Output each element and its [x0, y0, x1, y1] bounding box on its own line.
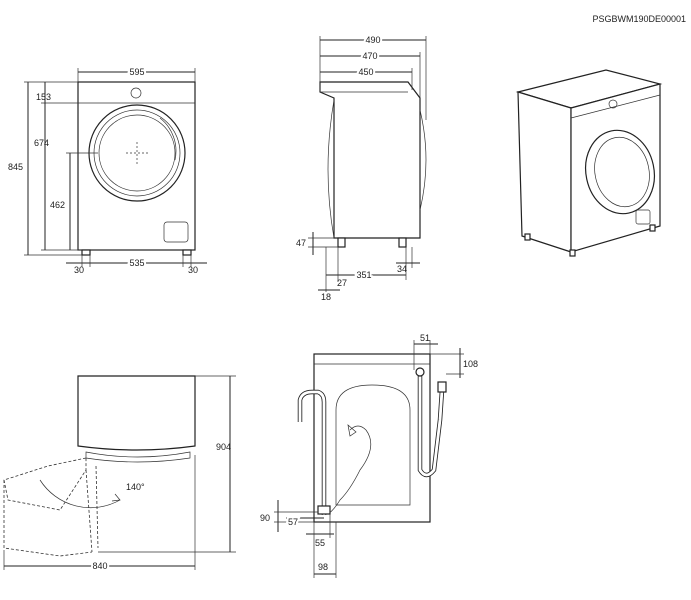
dim-side-depth-max: 490	[365, 35, 380, 45]
dim-side-rear-offset: 34	[397, 264, 407, 274]
dim-front-width: 595	[129, 67, 144, 77]
dim-rear-inlet-side: 51	[420, 333, 430, 343]
dim-rear-drain-bottom: 55	[315, 538, 325, 548]
dim-front-foot-right: 30	[188, 265, 198, 275]
service-flap	[163, 221, 189, 243]
dim-rear-drain-offset: 57	[288, 517, 298, 527]
dim-door-angle: 140°	[126, 482, 145, 492]
dim-side-foot-span: 351	[356, 270, 371, 280]
top-view: 140° 904 840	[3, 375, 236, 573]
program-knob	[130, 87, 142, 99]
dim-front-height-total: 845	[8, 162, 23, 172]
dim-side-front-gap: 27	[337, 278, 347, 288]
iso-knob	[608, 99, 618, 109]
dim-side-depth-body: 450	[358, 67, 373, 77]
open-door	[3, 457, 87, 511]
side-foot-front	[337, 237, 346, 248]
rear-view: 51 108 90 57 55 98	[260, 333, 478, 578]
product-code: PSGBWM190DE00001	[592, 14, 686, 24]
top-cabinet	[77, 375, 196, 451]
dim-side-front-offset: 18	[321, 292, 331, 302]
dim-rear-drain-side: 98	[318, 562, 328, 572]
iso-door	[585, 129, 655, 215]
foot-right	[182, 249, 192, 256]
perspective-view	[515, 69, 663, 257]
dim-front-top-offset: 153	[36, 92, 51, 102]
dim-rear-drain-height: 90	[260, 513, 270, 523]
door-outer	[88, 104, 186, 202]
side-foot-rear	[398, 237, 407, 248]
dim-rear-inlet-top: 108	[463, 359, 478, 369]
dim-side-foot-height: 47	[296, 238, 306, 248]
dim-front-height-marker: 674	[34, 138, 49, 148]
front-view: 595 845 153 674 462 30 535 30	[8, 65, 207, 275]
dim-total-height-open: 904	[216, 442, 231, 452]
rear-cabinet	[313, 353, 431, 523]
dim-side-depth-mid: 470	[362, 51, 377, 61]
dim-total-depth-open: 840	[92, 561, 107, 571]
rear-panel	[335, 384, 411, 506]
dim-front-foot-span: 535	[129, 258, 144, 268]
dim-front-foot-left: 30	[74, 265, 84, 275]
side-panel	[517, 91, 572, 253]
power-cord	[327, 425, 372, 515]
door-arc	[39, 479, 121, 509]
dim-front-door-height: 462	[50, 200, 65, 210]
foot-left	[81, 249, 91, 256]
side-view: 490 470 450 47 351 34 27 18	[296, 33, 427, 302]
side-cabinet	[319, 81, 421, 239]
